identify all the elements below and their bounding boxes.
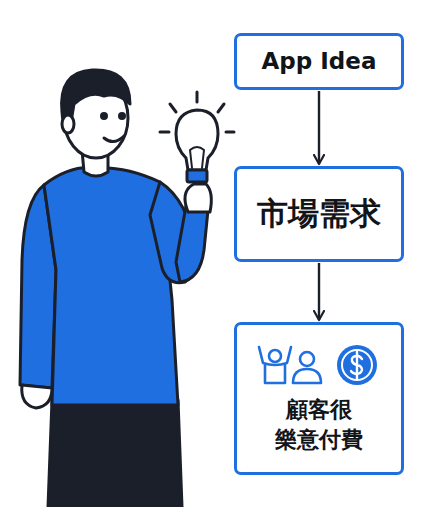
smile [104, 136, 124, 142]
coin-icon [337, 345, 377, 385]
right-forearm [176, 206, 208, 282]
customer-payment-icon [255, 343, 383, 387]
payment-box: 顧客很 樂意付費 [234, 322, 404, 475]
light-bulb [176, 110, 218, 170]
box-label: App Idea [262, 46, 377, 77]
pants [48, 400, 182, 507]
box-label: 顧客很 樂意付費 [269, 395, 369, 454]
person-icon [269, 350, 281, 362]
dollar-symbol [351, 352, 362, 378]
bulb-ray [218, 104, 224, 112]
person-icon [259, 347, 291, 383]
bulb-base [187, 170, 207, 182]
bulb-ray [160, 131, 169, 134]
demand-box: 市場需求 [234, 166, 404, 262]
coin-ring [342, 350, 372, 380]
person-icon [300, 352, 314, 366]
flow-arrow [318, 263, 320, 320]
flow-arrow [318, 91, 320, 164]
bulb-filament [190, 147, 204, 168]
person-icon [293, 369, 321, 383]
eye [120, 114, 125, 119]
idea-box: App Idea [234, 33, 404, 90]
eye [102, 114, 107, 119]
bulb-ray [196, 92, 199, 102]
ear [62, 115, 74, 133]
left-hand [22, 385, 52, 408]
box-label: 市場需求 [257, 193, 381, 235]
bulb-ray [226, 131, 234, 134]
bulb-ray [170, 104, 176, 112]
right-hand [185, 184, 211, 212]
